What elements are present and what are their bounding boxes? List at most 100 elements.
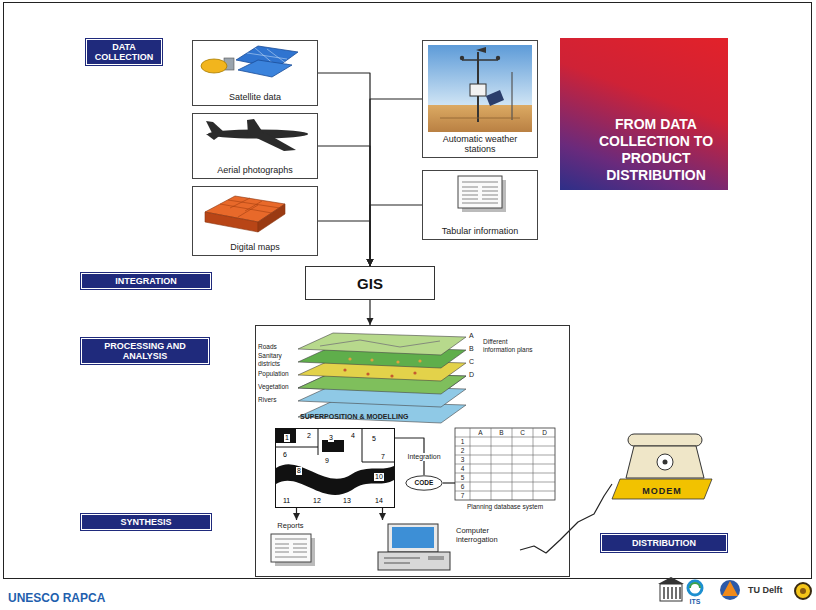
- connector-line: [370, 205, 422, 266]
- thematic-map-drawing: [276, 429, 394, 507]
- weather-station-photo: [476, 47, 486, 53]
- stage-label: SYNTHESIS: [80, 513, 212, 531]
- processing-frame: 1234567891011121314CODEPlanning database…: [255, 325, 570, 577]
- table-header: C: [517, 428, 528, 437]
- stage-label-text: SYNTHESIS: [120, 517, 171, 527]
- connector: [443, 483, 455, 484]
- arrow-head: [367, 259, 374, 266]
- connector: [318, 221, 374, 266]
- modem-text: MODEM: [642, 486, 682, 496]
- source-caption: Digital maps: [230, 242, 280, 252]
- table-header: B: [496, 428, 507, 437]
- stage-label-text: DATA COLLECTION: [90, 42, 158, 62]
- telephone-modem-icon: [663, 460, 668, 465]
- weather-station-photo: [428, 105, 532, 132]
- its-logo: [688, 581, 702, 595]
- newspaper-icon: [462, 182, 498, 203]
- connector: [318, 146, 374, 266]
- sun-logo: [800, 588, 806, 594]
- gis-box: GIS: [305, 266, 435, 300]
- map-zone-number: 4: [350, 432, 356, 440]
- modem-node: MODEM: [612, 428, 712, 500]
- map-zone-number: 11: [282, 497, 291, 505]
- source-caption: Aerial photographs: [217, 165, 293, 175]
- digital-map-icon: [258, 204, 285, 232]
- thematic-map-drawing: [276, 429, 296, 443]
- information-layers: [418, 359, 421, 362]
- connector-line: [318, 146, 370, 266]
- table-row-number: 2: [455, 446, 470, 455]
- map-zone-number: 9: [324, 457, 330, 465]
- layer-letter: A: [469, 332, 479, 341]
- stage-label-text: PROCESSING AND ANALYSIS: [85, 341, 205, 361]
- connector-line: [318, 73, 370, 266]
- ellipse-shape: [406, 476, 442, 490]
- information-layers: [348, 357, 351, 360]
- airplane-icon: [246, 133, 296, 151]
- connector: [520, 484, 612, 553]
- layer-name: Population: [258, 370, 294, 378]
- layer-name: Vegetation: [258, 383, 294, 391]
- connector-line: [520, 484, 612, 553]
- weather-station-photo: [511, 72, 512, 120]
- thematic-map-drawing: [276, 464, 394, 495]
- information-layers: [390, 374, 393, 377]
- code-ellipse: CODE: [405, 475, 443, 491]
- weather-station-photo: [496, 56, 500, 60]
- arrow-head: [367, 259, 374, 266]
- information-layers: [343, 368, 346, 371]
- its-logo: [690, 583, 700, 588]
- connector: [318, 73, 374, 266]
- information-layers: [320, 340, 440, 347]
- map-zone-number: 10: [374, 473, 384, 481]
- source-caption: Tabular information: [442, 226, 519, 236]
- arrow-head: [367, 259, 374, 266]
- satellite-icon: [238, 60, 292, 77]
- weather-station-photo: [428, 45, 532, 105]
- logo-caption: ITS: [686, 598, 704, 607]
- table-row-number: 6: [455, 482, 470, 491]
- arrow-head: [367, 259, 374, 266]
- weather-station-photo: [428, 45, 532, 132]
- footer-organisation: UNESCO RAPCA: [8, 592, 148, 606]
- computer-icon: [378, 524, 450, 570]
- data-source-box: Satellite data: [192, 40, 318, 106]
- airplane-icon: [206, 134, 222, 140]
- map-zone-number: 5: [371, 435, 377, 443]
- airplane-icon: [206, 119, 308, 151]
- reports-node: Reports: [263, 520, 318, 572]
- map-zone-number: 14: [374, 497, 384, 505]
- information-layers: [413, 371, 416, 374]
- digital-map-icon: [205, 212, 258, 232]
- unesco-logo: [658, 577, 684, 601]
- partner-logo: [720, 580, 740, 600]
- telephone-modem-icon: [628, 434, 702, 446]
- map-zone-number: 12: [312, 497, 322, 505]
- layer-letter: D: [469, 371, 479, 380]
- thematic-map-drawing: [276, 429, 394, 507]
- map-zone-number: 8: [296, 467, 302, 475]
- unesco-logo: [664, 587, 680, 599]
- computer-icon: [428, 556, 444, 560]
- layers-note: Different information plans: [483, 338, 541, 354]
- satellite-icon: [201, 59, 227, 73]
- database-table-grid: [455, 428, 555, 500]
- information-layers: [298, 333, 466, 355]
- newspaper-icon: [458, 176, 502, 208]
- arrow-head: [367, 259, 374, 266]
- arrow-head: [367, 318, 374, 325]
- table-row-number: 3: [455, 455, 470, 464]
- information-layers: [370, 358, 373, 361]
- layer-name: Rivers: [258, 396, 294, 404]
- connector: [367, 99, 423, 266]
- weather-station-photo: [460, 56, 464, 60]
- computer-caption: Computer interrogation: [456, 526, 518, 544]
- map-zone-number: 2: [306, 432, 312, 440]
- database-table: Planning database systemABCD1234567: [455, 428, 555, 514]
- computer-icon: [388, 524, 438, 552]
- table-header: A: [475, 428, 486, 437]
- computer-icon: [378, 552, 450, 570]
- weather-station-photo: [470, 84, 486, 96]
